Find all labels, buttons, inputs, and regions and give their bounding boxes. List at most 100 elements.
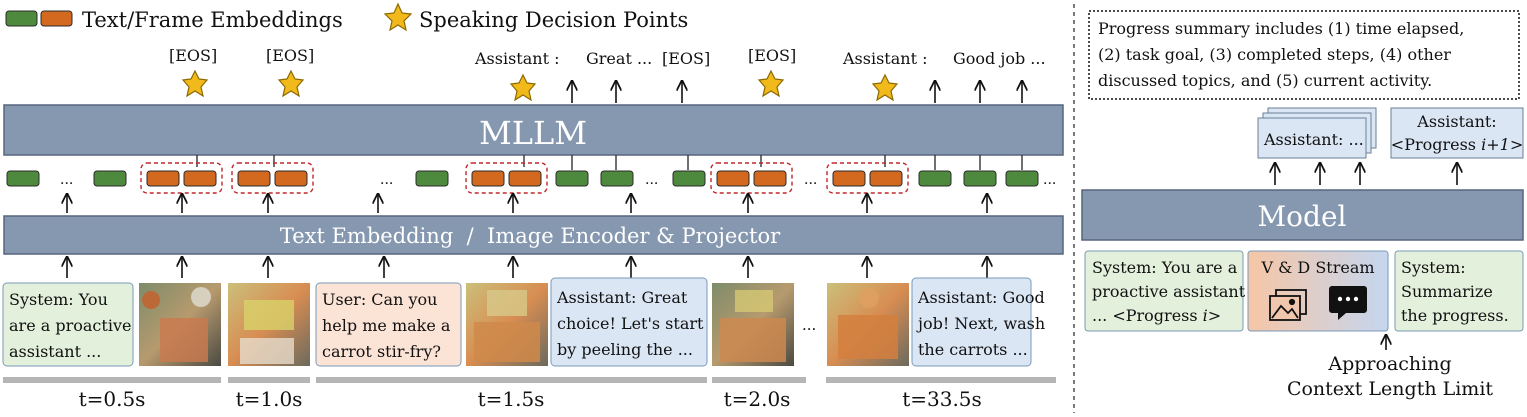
video-frame [466, 283, 548, 366]
assistant-message-line: by peeling the ... [557, 340, 693, 359]
eos-label-2: [EOS] [266, 46, 314, 65]
context-limit-line: Context Length Limit [1287, 378, 1493, 400]
assistant-label-1: Assistant : [474, 49, 559, 68]
token-ellipsis: ... [645, 172, 658, 188]
model-label: Model [1258, 200, 1347, 233]
star-icon [509, 73, 537, 102]
system-progress-box [1084, 250, 1244, 332]
assistant-message-line: the carrots ... [918, 340, 1028, 359]
assistant-message-box [911, 277, 1032, 367]
model-output-arrows [1275, 163, 1457, 185]
frame-token [508, 170, 542, 187]
text-token [918, 170, 952, 187]
assistant-message-line: Assistant: Good [917, 288, 1045, 307]
token-ellipsis: ... [60, 172, 73, 188]
system-prompt-box [2, 282, 134, 367]
star-icon [871, 73, 899, 102]
timeline-bar [228, 377, 310, 383]
input-ellipsis: ... [802, 316, 816, 334]
legend-star-icon [383, 2, 413, 32]
system-progress-line: ... <Progress i> [1092, 306, 1221, 325]
assistant-message-box [550, 277, 708, 367]
input-row: System: You are a proactive assistant ..… [2, 277, 1045, 367]
eos-label-3: [EOS] [662, 49, 710, 68]
legend-text-embedding-swatch [5, 10, 38, 27]
timestamp-label: t=1.5s [478, 387, 545, 411]
user-message-line: help me make a [322, 316, 451, 335]
system-prompt-line: assistant ... [9, 342, 101, 361]
text-token [672, 170, 706, 187]
summarize-line: System: [1401, 258, 1466, 277]
frame-token [716, 170, 750, 187]
text-token [415, 170, 449, 187]
model-block [1081, 189, 1524, 241]
progress-summary-line: (2) task goal, (3) completed steps, (4) … [1098, 45, 1451, 64]
mllm-block [3, 104, 1064, 156]
frame-token [183, 170, 217, 187]
assistant-message-line: job! Next, wash [916, 314, 1045, 333]
text-token [6, 170, 40, 187]
legend-decision-label: Speaking Decision Points [419, 8, 688, 32]
output-arrows [572, 81, 1022, 103]
user-message-line: User: Can you [322, 290, 437, 309]
text-token [93, 170, 127, 187]
frame-token [753, 170, 787, 187]
frame-token [146, 170, 180, 187]
summarize-box [1394, 250, 1524, 332]
encoder-label: Text Embedding / Image Encoder & Project… [280, 224, 781, 248]
decision-highlight [710, 162, 793, 194]
system-prompt-line: are a proactive [9, 316, 131, 335]
next-progress-box [1390, 107, 1524, 159]
legend-frame-embedding-swatch [40, 10, 73, 27]
video-frame [827, 283, 909, 366]
video-frame [228, 283, 310, 366]
next-progress-line1: Assistant: [1416, 112, 1496, 131]
legend: Text/Frame Embeddings Speaking Decision … [5, 2, 688, 32]
timestamp-label: t=0.5s [79, 387, 146, 411]
assistant-message-line: Assistant: Great [556, 288, 688, 307]
chat-bubble-icon [1329, 286, 1367, 320]
assistant-label-2: Assistant : [842, 49, 927, 68]
encoder-to-token-arrows [67, 194, 987, 213]
star-icon [277, 69, 305, 98]
top-labels: [EOS] [EOS] Assistant : Great ... [EOS] … [169, 46, 1046, 68]
video-frame [712, 283, 794, 366]
text-token [600, 170, 634, 187]
system-progress-line: System: You are a [1092, 258, 1238, 277]
timestamp-label: t=2.0s [724, 387, 791, 411]
star-icon [181, 69, 209, 98]
input-to-encoder-arrows [67, 257, 987, 278]
assistant-message-line: choice! Let's start [557, 314, 704, 333]
speaking-decision-stars [181, 69, 899, 102]
timeline-bar [826, 377, 1056, 383]
timeline-bar [316, 377, 707, 383]
text-token [1005, 170, 1039, 187]
timeline-bar [3, 377, 221, 383]
text-token [963, 170, 997, 187]
token-connectors [196, 155, 1023, 170]
user-message-line: carrot stir-fry? [322, 342, 441, 361]
summarize-line: Summarize [1401, 282, 1493, 301]
summarize-line: the progress. [1401, 306, 1509, 325]
decision-highlight [231, 162, 314, 194]
decision-highlight [140, 162, 223, 194]
progress-summary-box [1088, 10, 1520, 100]
encoder-block [3, 215, 1064, 255]
video-frame [139, 283, 221, 366]
frame-token [471, 170, 505, 187]
legend-embeddings-label: Text/Frame Embeddings [82, 8, 343, 32]
frame-token [274, 170, 308, 187]
timeline: t=0.5s t=1.0s t=1.5s t=2.0s t=33.5s [3, 377, 1056, 411]
timeline-bar [712, 377, 806, 383]
next-progress-line2: <Progress i+1> [1391, 135, 1523, 154]
decision-highlight [465, 162, 548, 194]
eos-label-1: [EOS] [169, 46, 217, 65]
frame-token [832, 170, 866, 187]
vd-stream-label: V & D Stream [1260, 258, 1374, 277]
progress-summary-line: discussed topics, and (5) current activi… [1098, 71, 1432, 90]
frame-token [869, 170, 903, 187]
system-prompt-line: System: You [9, 290, 108, 309]
token-ellipsis: ... [1043, 172, 1056, 188]
context-limit-line: Approaching [1327, 353, 1451, 375]
